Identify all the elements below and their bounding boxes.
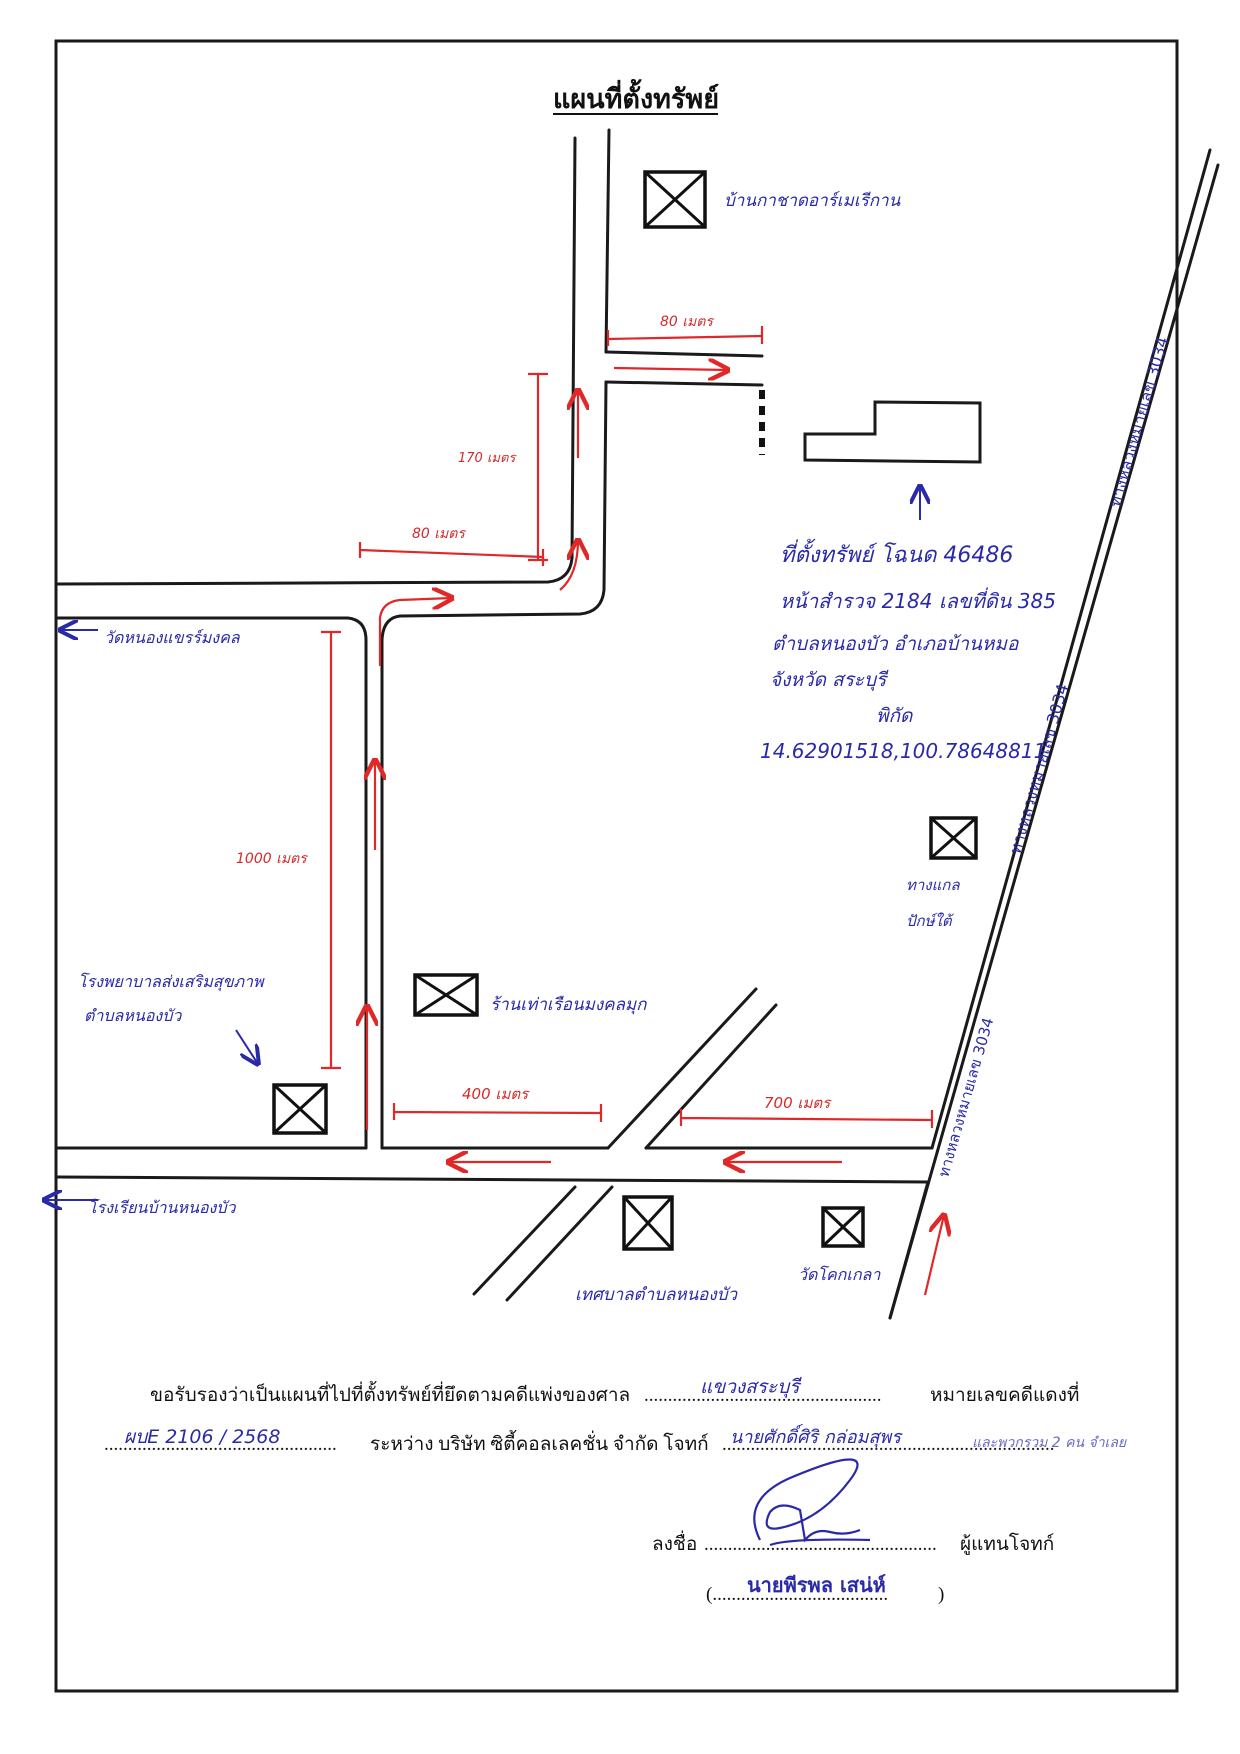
property-line3: ตำบลหนองบัว อำเภอบ้านหมอ <box>772 633 1020 655</box>
signer-name: นายพีรพล เสน่ห์ <box>747 1573 886 1597</box>
cert-court: แขวงสระบุรี <box>700 1376 802 1398</box>
label-hospital-line1: โรงพยาบาลส่งเสริมสุขภาพ <box>78 972 265 992</box>
signature-scribble <box>753 1458 871 1547</box>
landmark-hospital-marker <box>272 1083 328 1135</box>
label-highway-upper: ทางหลวงหมายเลข 3034 <box>1106 335 1173 509</box>
property-line4: จังหวัด สระบุรี <box>770 669 889 691</box>
cert-dots-2: ........................................… <box>104 1434 337 1455</box>
distance-400m: 400 เมตร <box>462 1085 530 1103</box>
road-north-left-edge <box>570 136 577 560</box>
sign-suffix: ผู้แทนโจทก์ <box>960 1532 1054 1555</box>
label-highway-mid: ทางหลวงหมายเลข 3034 <box>1006 682 1073 856</box>
sign-prefix: ลงชื่อ <box>652 1530 697 1555</box>
cert-defendant-extra: และพวกรวม 2 คน จำเลย <box>972 1435 1127 1451</box>
label-property-block: ทางแกล <box>906 876 960 894</box>
cert-dots-3: ........................................… <box>722 1434 1055 1455</box>
landmark-temple-right-marker <box>821 1206 865 1248</box>
map-title: แผนที่ตั้งทรัพย์ <box>553 78 719 114</box>
landmark-property-block-marker <box>929 816 978 860</box>
landmark-municipality-marker <box>622 1195 674 1251</box>
signer-close-paren: ) <box>938 1584 944 1605</box>
label-hospital-line2: ตำบลหนองบัว <box>84 1006 182 1025</box>
label-shop: ร้านเท่าเรือนมงคลมุก <box>490 995 647 1015</box>
property-line1: ที่ตั้งทรัพย์ โฉนด 46486 <box>780 538 1013 568</box>
property-line2: หน้าสำรวจ 2184 เลขที่ดิน 385 <box>780 587 1056 613</box>
certification-block: ขอรับรองว่าเป็นแผนที่ไปที่ตั้งทรัพย์ที่ย… <box>104 1376 1127 1605</box>
cert-line1-suffix: หมายเลขคดีแดงที่ <box>930 1381 1079 1406</box>
label-municipality: เทศบาลตำบลหนองบัว <box>575 1285 738 1305</box>
distance-700m: 700 เมตร <box>764 1094 832 1112</box>
label-temple-left: วัดหนองแขรร์มงคล <box>104 628 241 647</box>
label-top-house: บ้านกาชาดอาร์เมเรีกาน <box>724 191 901 211</box>
distance-80m-top: 80 เมตร <box>660 314 714 330</box>
distance-80m-mid: 80 เมตร <box>412 526 466 542</box>
road-network <box>56 128 1220 1320</box>
property-coordinates: 14.62901518,100.78648811 <box>760 739 1046 763</box>
cert-line1-prefix: ขอรับรองว่าเป็นแผนที่ไปที่ตั้งทรัพย์ที่ย… <box>150 1381 630 1406</box>
landmark-top-house-marker <box>643 170 707 229</box>
distance-1000m: 1000 เมตร <box>236 851 308 867</box>
cert-defendant: นายศักดิ์ศิริ กล่อมสุพร <box>730 1423 903 1448</box>
label-highway-lower: ทางหลวงหมายเลข 3034 <box>935 1016 998 1180</box>
property-description: ที่ตั้งทรัพย์ โฉนด 46486 หน้าสำรวจ 2184 … <box>760 538 1056 763</box>
label-property-block2: ปักษ์ใต้ <box>906 912 955 930</box>
road-north-right-edge <box>604 128 611 354</box>
signer-open-paren: (..................................... <box>706 1584 888 1605</box>
page-border <box>54 39 1179 1693</box>
cert-case-no: ผบE 2106 / 2568 <box>124 1426 280 1448</box>
sign-dots: ........................................… <box>704 1534 937 1555</box>
cert-dots-1: ........................................… <box>644 1385 882 1406</box>
distance-170m: 170 เมตร <box>458 451 517 466</box>
route-markings <box>321 326 944 1296</box>
label-temple-right: วัดโคกเกลา <box>798 1265 881 1284</box>
cert-line2-mid: ระหว่าง บริษัท ซิตี้คอลเลคชั่น จำกัด โจท… <box>370 1430 709 1455</box>
landmark-shop-marker <box>413 973 479 1017</box>
property-line5: พิกัด <box>876 705 914 727</box>
label-school: โรงเรียนบ้านหนองบัว <box>88 1198 237 1217</box>
pointer-arrows <box>44 486 920 1200</box>
